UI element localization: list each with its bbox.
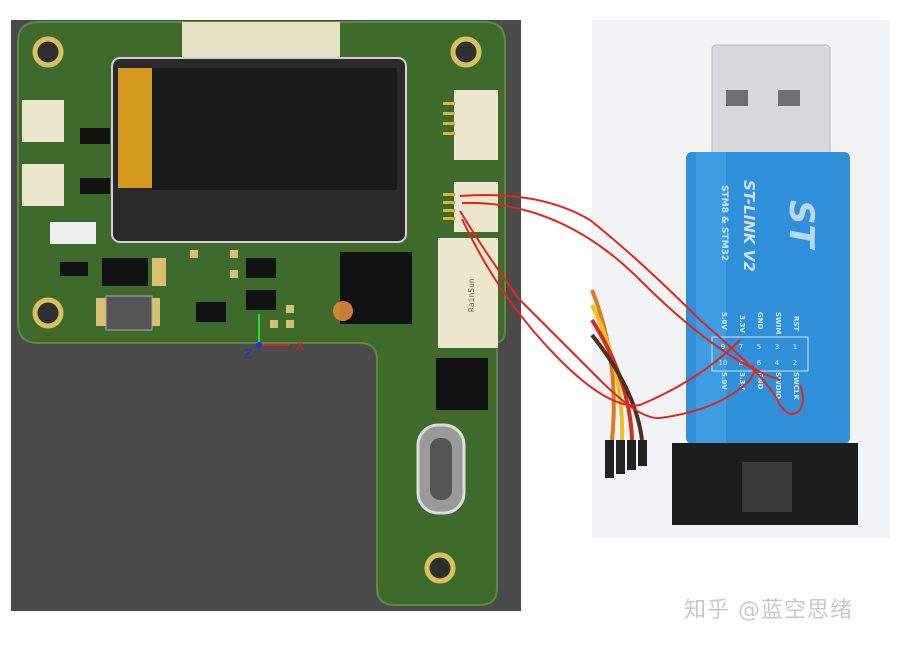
wire-swclk	[459, 194, 804, 415]
axis-x-label: X	[296, 339, 304, 353]
flex-connector	[182, 22, 340, 58]
pin-labels: RST SWIM GND 3.3V 5.0V SWCLK SWDIO GND 3…	[720, 312, 800, 400]
pin-label-gnd2: GND	[756, 372, 764, 390]
display-flex	[118, 68, 158, 188]
display-glass	[152, 68, 397, 190]
pin-label-swclk: SWCLK	[792, 372, 800, 400]
usb-c-opening	[430, 438, 452, 500]
dupont-wires	[590, 289, 644, 441]
pin-label-3v3-2: 3.3V	[738, 372, 746, 390]
usb-plug-hole	[726, 90, 748, 106]
pin-number: 2	[793, 359, 797, 367]
wire-swdio	[461, 201, 781, 381]
stlink-logo: ST	[781, 200, 821, 250]
hand-drawn-wires	[459, 194, 804, 420]
stlink-subtitle: STM8 & STM32	[719, 185, 729, 261]
header-opening	[742, 462, 792, 512]
pin-label-5v: 5.0V	[720, 312, 728, 330]
pin-number: 6	[757, 359, 762, 367]
wire-gnd	[459, 210, 755, 420]
passive-components	[50, 222, 294, 328]
pin-number: 4	[775, 359, 780, 367]
pin-number: 10	[719, 359, 728, 367]
usb-plug-hole	[778, 90, 800, 106]
stlink-title: ST-LINK V2	[740, 180, 758, 272]
pin-number: 7	[739, 343, 743, 351]
axis-z-label: Z	[244, 347, 252, 361]
connector-pins	[443, 102, 455, 220]
pin-label-gnd: GND	[756, 312, 764, 330]
antenna-label: RainSun	[467, 278, 476, 312]
pin-label-5v-2: 5.0V	[720, 372, 728, 390]
pin-label-swim: SWIM	[774, 312, 782, 334]
pin-number: 3	[775, 343, 779, 351]
pin-label-rst: RST	[792, 316, 800, 331]
dupont-plugs	[605, 440, 647, 478]
pin-number: 9	[721, 343, 725, 351]
pin-label-swdio: SWDIO	[774, 372, 782, 399]
pin-label-3v3: 3.3V	[738, 315, 746, 333]
pin-number: 1	[793, 343, 797, 351]
mounting-holes	[32, 36, 482, 584]
pin-number: 5	[757, 343, 761, 351]
stlink-body-highlight	[696, 152, 726, 444]
inductor	[105, 295, 153, 331]
origin-marker	[333, 301, 353, 321]
wire-3v3	[461, 218, 741, 407]
axis-origin-icon	[256, 342, 262, 348]
jst-connectors	[22, 90, 498, 232]
watermark: 知乎 @蓝空思绪	[684, 598, 853, 623]
